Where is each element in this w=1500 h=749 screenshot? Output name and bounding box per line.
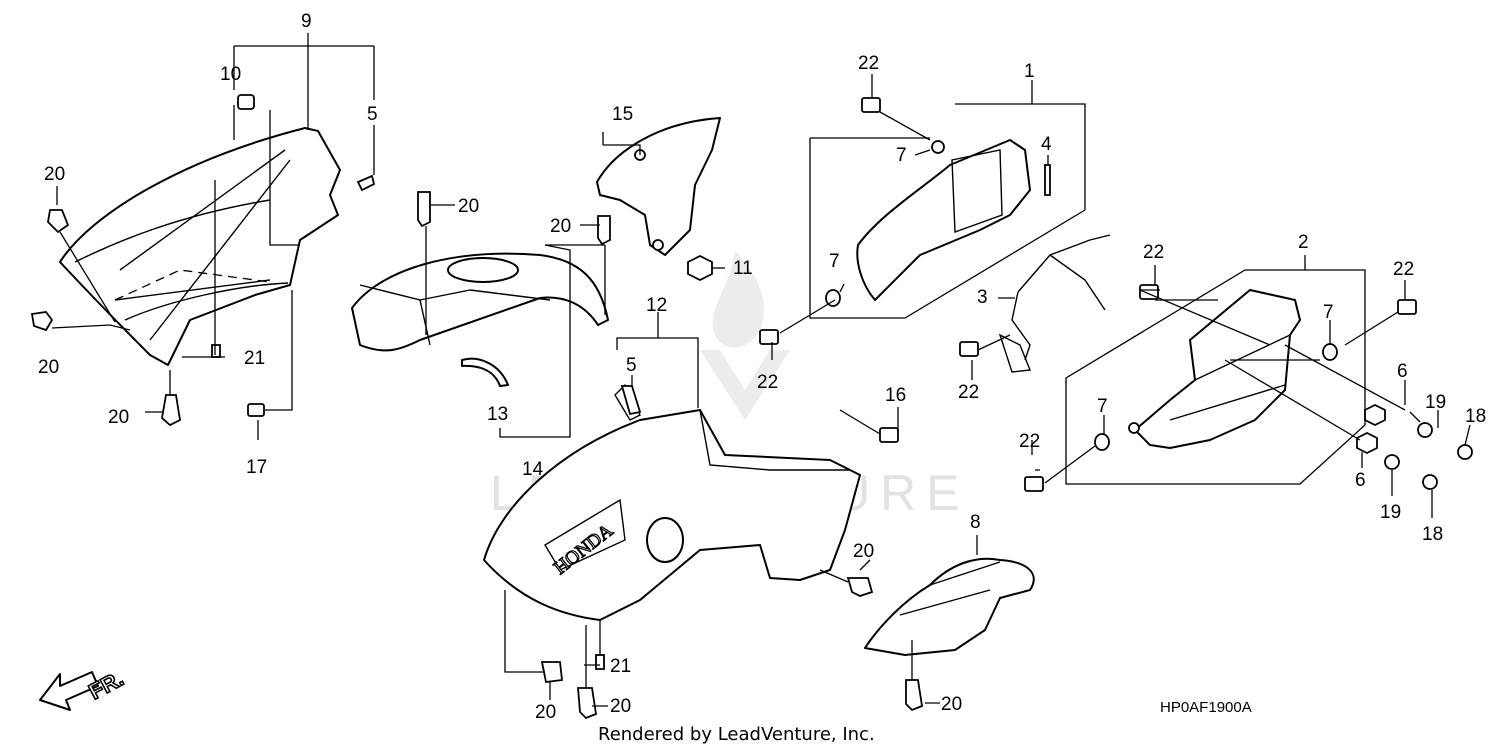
fasteners (30, 97, 1473, 720)
callout-22: 22 (757, 372, 778, 393)
rear-fender-part[interactable] (351, 252, 609, 387)
small-cover-part[interactable] (596, 117, 721, 282)
callout-22: 22 (858, 53, 879, 74)
callout-5: 5 (626, 355, 637, 376)
callout-20: 20 (44, 164, 65, 185)
callout-6: 6 (1355, 470, 1366, 491)
callout-7: 7 (896, 145, 907, 166)
callout-11: 11 (733, 258, 753, 279)
callout-3: 3 (977, 287, 988, 308)
callout-22: 22 (1393, 259, 1414, 280)
callout-21: 21 (244, 348, 265, 369)
callout-2: 2 (1298, 232, 1309, 253)
callout-18: 18 (1422, 524, 1443, 545)
callout-10: 10 (220, 64, 241, 85)
callout-20: 20 (610, 696, 631, 717)
callout-1: 1 (1024, 61, 1035, 82)
credit-text: Rendered by LeadVenture, Inc. (598, 724, 875, 745)
callout-20: 20 (550, 216, 571, 237)
callout-7: 7 (1097, 396, 1108, 417)
callout-5: 5 (367, 104, 378, 125)
bracket-part[interactable] (998, 234, 1111, 373)
callout-17: 17 (246, 457, 267, 478)
front-fender-part[interactable] (59, 94, 341, 366)
callout-20: 20 (941, 694, 962, 715)
callout-16: 16 (885, 385, 906, 406)
callout-7: 7 (1323, 302, 1334, 323)
callout-20: 20 (853, 541, 874, 562)
callout-19: 19 (1380, 502, 1401, 523)
callout-12: 12 (646, 295, 667, 316)
callout-22: 22 (1019, 431, 1040, 452)
callout-20: 20 (535, 702, 556, 723)
callout-7: 7 (829, 251, 840, 272)
callout-20: 20 (458, 196, 479, 217)
callout-numbers: 9 10 5 20 20 20 21 17 20 15 20 11 13 14 … (38, 11, 1486, 723)
diagram-code: HP0AF1900A (1160, 699, 1252, 716)
callout-20: 20 (108, 407, 129, 428)
callout-15: 15 (612, 104, 633, 125)
callout-19: 19 (1425, 392, 1446, 413)
callout-8: 8 (970, 512, 981, 533)
lower-side-cover-part[interactable] (1128, 289, 1301, 449)
callout-4: 4 (1041, 134, 1052, 155)
callout-9: 9 (301, 11, 312, 32)
callout-18: 18 (1465, 406, 1486, 427)
upper-side-cover-part[interactable] (856, 139, 1051, 301)
front-direction-arrow: FR. (39, 665, 128, 711)
callout-22: 22 (958, 382, 979, 403)
callout-21: 21 (610, 656, 631, 677)
leader-lines (51, 33, 1471, 707)
side-panel-part[interactable]: HONDA (483, 383, 861, 621)
callout-13: 13 (487, 404, 508, 425)
callout-20: 20 (38, 357, 59, 378)
lower-guard-part[interactable] (864, 557, 1035, 656)
callout-6: 6 (1397, 361, 1408, 382)
callout-14: 14 (522, 459, 544, 480)
callout-22: 22 (1143, 242, 1164, 263)
